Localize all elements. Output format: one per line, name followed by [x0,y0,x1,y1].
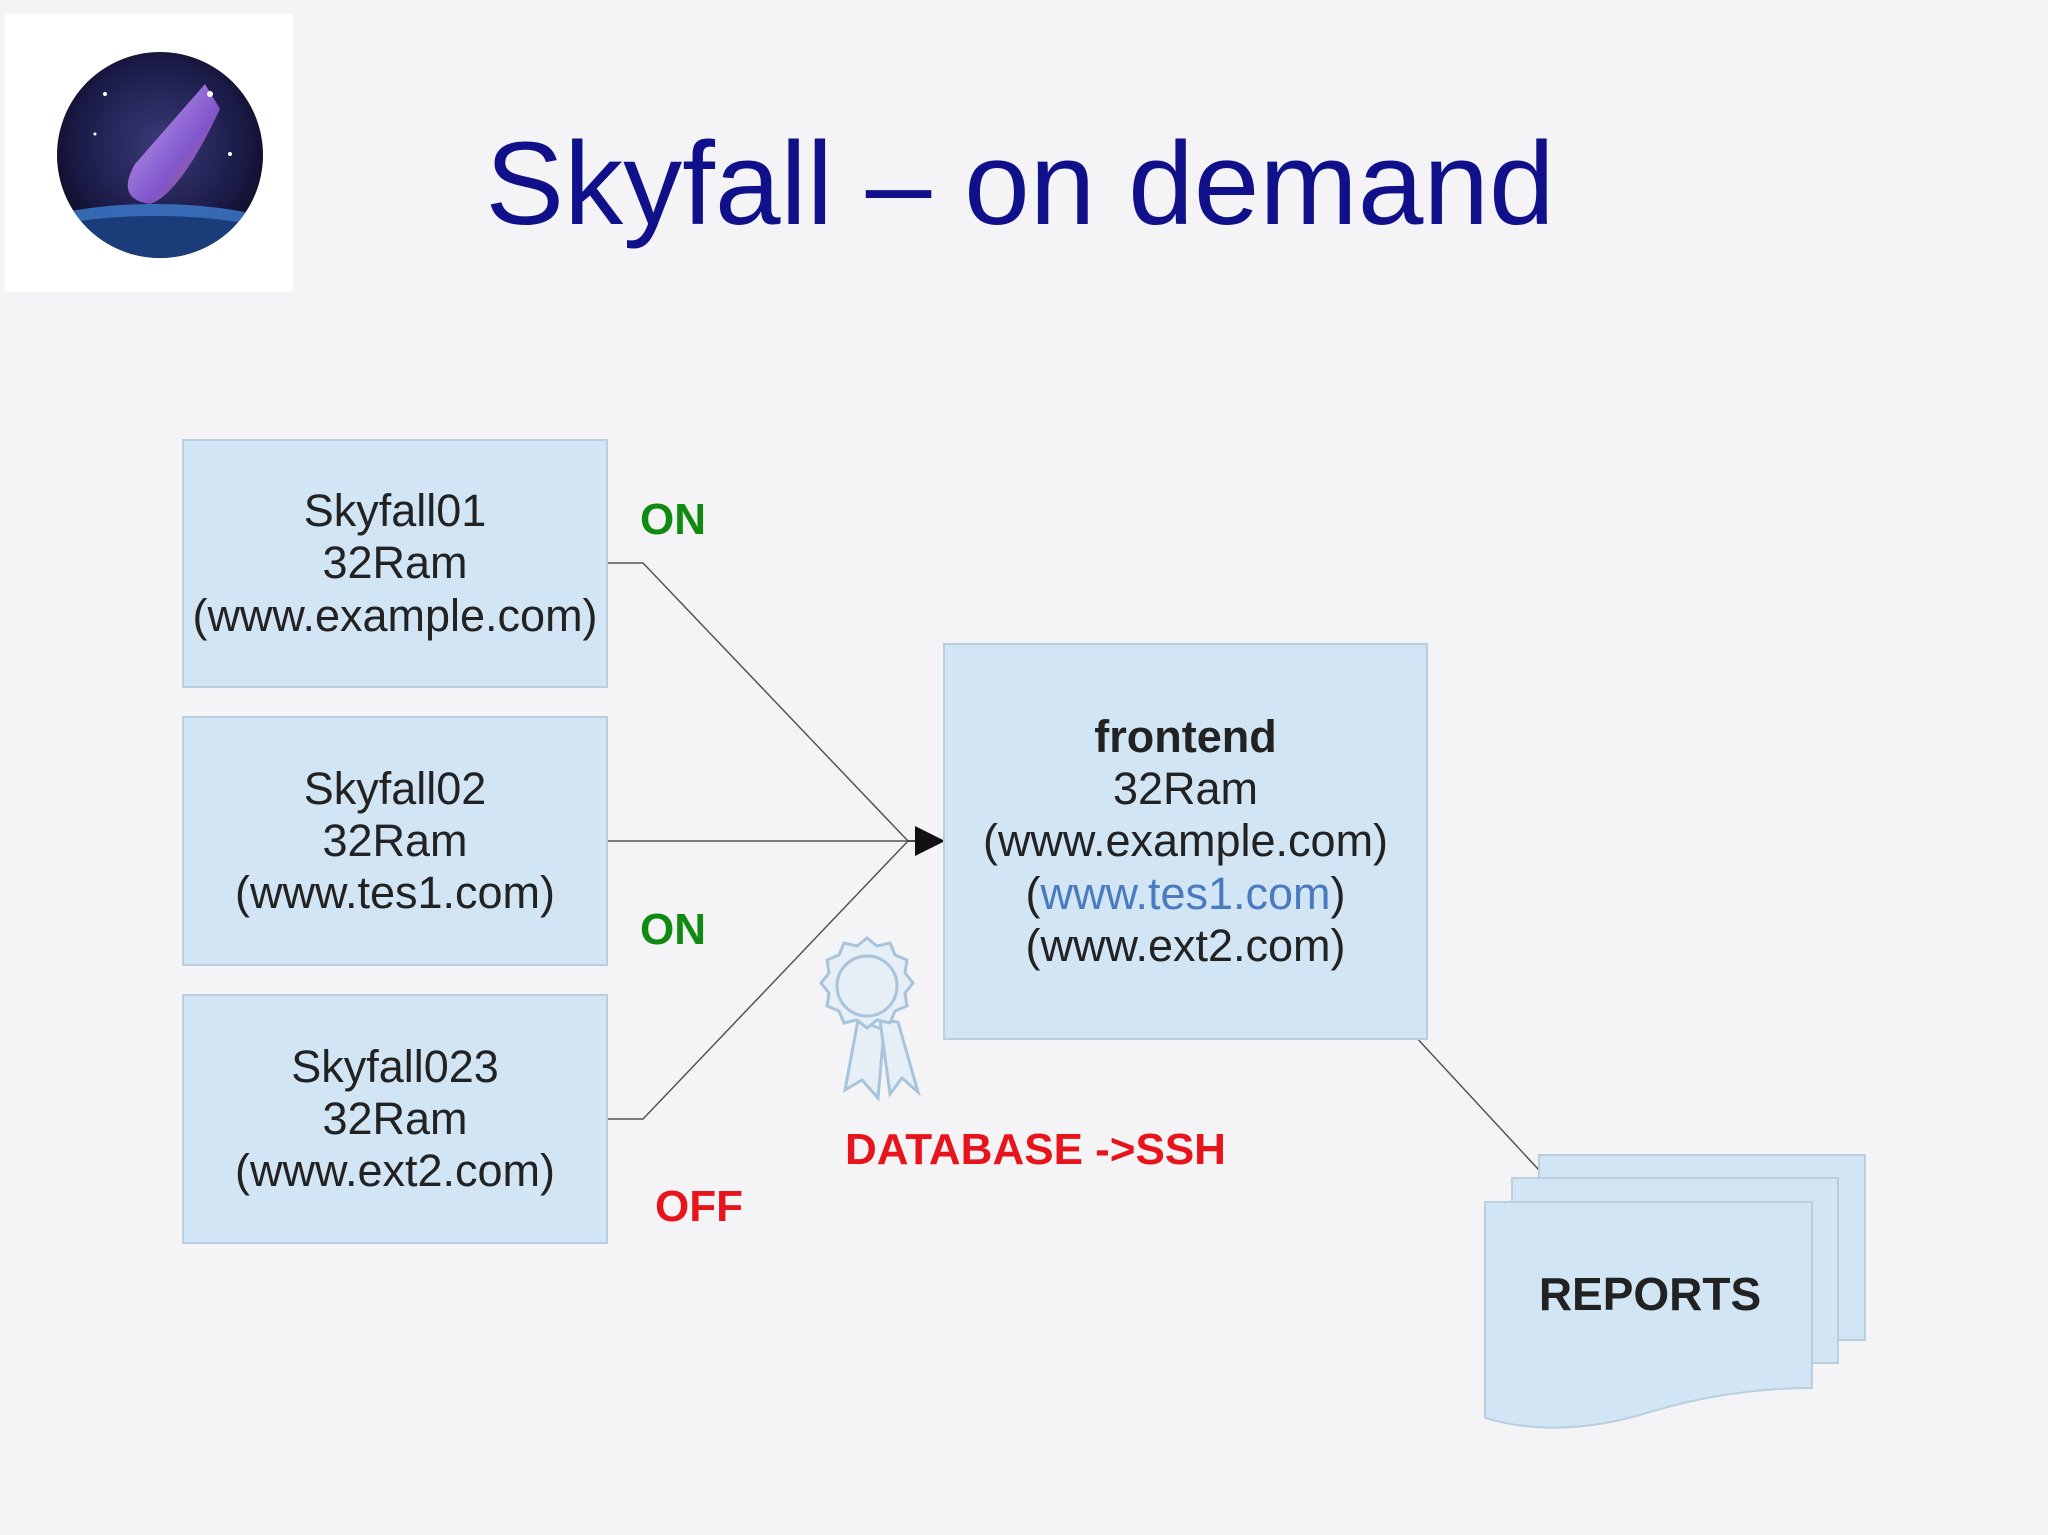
frontend-name: frontend [1094,711,1277,762]
meteor-logo-icon [57,52,263,258]
slide-title: Skyfall – on demand [485,118,1555,250]
server-box-skyfall023: Skyfall023 32Ram (www.ext2.com) [182,994,608,1244]
database-ssh-label: DATABASE ->SSH [845,1125,1226,1174]
server-box-skyfall01: Skyfall01 32Ram (www.example.com) [182,439,608,688]
frontend-box: frontend 32Ram (www.example.com) (www.te… [943,643,1428,1040]
server-ram: 32Ram [322,814,468,866]
frontend-ram: 32Ram [1112,763,1259,815]
frontend-site-1: (www.example.com) [982,815,1389,867]
server-site: (www.example.com) [192,589,598,641]
server-name: Skyfall023 [291,1040,499,1092]
server-name: Skyfall02 [303,762,487,814]
reports-label: REPORTS [1538,1268,1762,1320]
frontend-site-2: (www.tes1.com) [1025,868,1345,920]
status-label-skyfall023: OFF [655,1182,743,1231]
server-ram: 32Ram [322,537,468,589]
frontend-site-3: (www.ext2.com) [1025,919,1346,971]
server-ram: 32Ram [322,1092,468,1144]
logo-panel [5,14,293,292]
server-site: (www.ext2.com) [234,1145,556,1197]
connector-skyfall023 [608,840,909,1120]
frontend-site-2-link[interactable]: www.tes1.com [1040,867,1331,919]
status-label-skyfall02: ON [640,905,706,954]
server-box-skyfall02: Skyfall02 32Ram (www.tes1.com) [182,716,608,966]
server-site: (www.tes1.com) [234,867,556,919]
server-name: Skyfall01 [303,485,487,537]
connector-skyfall01 [608,562,909,842]
status-label-skyfall01: ON [640,495,706,544]
paren-close: ) [1330,867,1346,919]
paren-open: ( [1025,867,1041,919]
